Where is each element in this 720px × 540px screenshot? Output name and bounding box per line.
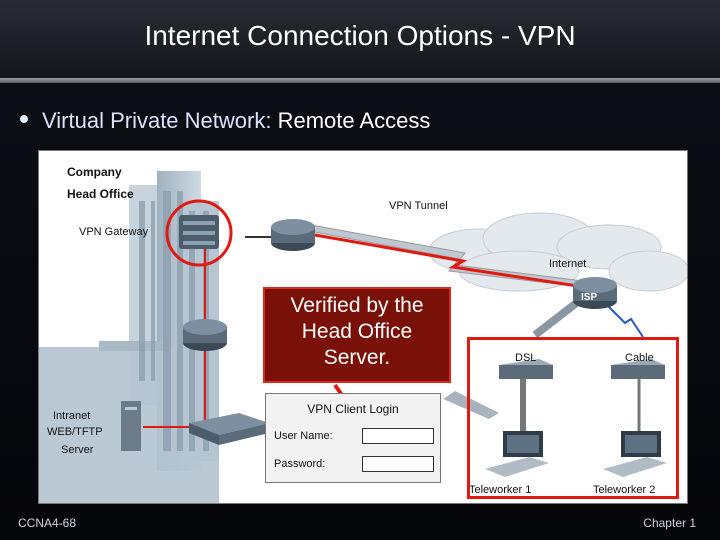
footer-chapter: Chapter 1 — [643, 516, 696, 530]
server-label: Server — [61, 444, 94, 456]
intranet-label: Intranet — [53, 410, 91, 422]
gateway-highlight — [165, 199, 233, 267]
isp-label: ISP — [581, 292, 598, 303]
head-office-router — [271, 219, 315, 251]
dsl-label: DSL — [515, 352, 537, 364]
user-name-field[interactable] — [362, 428, 434, 444]
verification-callout: Verified by the Head Office Server. — [263, 287, 451, 383]
vpn-gateway-device — [179, 215, 219, 249]
password-label: Password: — [274, 458, 326, 470]
callout-line-2: Head Office — [301, 320, 413, 343]
teleworker-2-label: Teleworker 2 — [593, 484, 656, 496]
web-tftp-label: WEB/TFTP — [47, 426, 103, 438]
head-office-label: Head Office — [67, 187, 134, 201]
password-field[interactable] — [362, 456, 434, 472]
slide-title: Internet Connection Options - VPN — [144, 20, 576, 51]
intranet-server — [121, 401, 141, 451]
company-label: Company — [67, 165, 122, 179]
diagram-graphics — [39, 171, 687, 503]
lan-switch — [189, 413, 269, 445]
login-title: VPN Client Login — [307, 402, 399, 416]
title-bar — [0, 0, 720, 78]
teleworker-1-label: Teleworker 1 — [469, 484, 532, 496]
user-name-label: User Name: — [274, 430, 333, 442]
teleworker-2-laptop — [603, 431, 667, 477]
intranet-router — [183, 319, 227, 351]
teleworkers-highlight — [467, 337, 679, 499]
cable-label: Cable — [625, 352, 654, 364]
vpn-gateway-label: VPN Gateway — [79, 226, 149, 238]
dsl-modem — [499, 359, 553, 379]
callout-line-1: Verified by the — [290, 294, 424, 317]
cable-modem — [611, 359, 665, 379]
bullet-point: Virtual Private Network: Remote Access — [20, 108, 430, 134]
bullet-rest: Remote Access — [271, 108, 431, 133]
internet-label: Internet — [549, 258, 587, 270]
vpn-diagram: Company Head Office VPN Gateway VPN Tunn… — [38, 150, 688, 504]
vpn-tunnel-label: VPN Tunnel — [389, 200, 448, 212]
vpn-client-login-box: VPN Client Login User Name: Password: — [265, 393, 441, 483]
bullet-prefix: Virtual Private Network: — [42, 108, 272, 133]
title-divider — [0, 78, 720, 83]
teleworker-1-laptop — [485, 431, 549, 477]
bullet-icon — [20, 115, 28, 124]
footer-slide-code: CCNA4-68 — [18, 516, 77, 530]
isp-router — [573, 277, 617, 309]
callout-line-3: Server. — [323, 346, 391, 369]
